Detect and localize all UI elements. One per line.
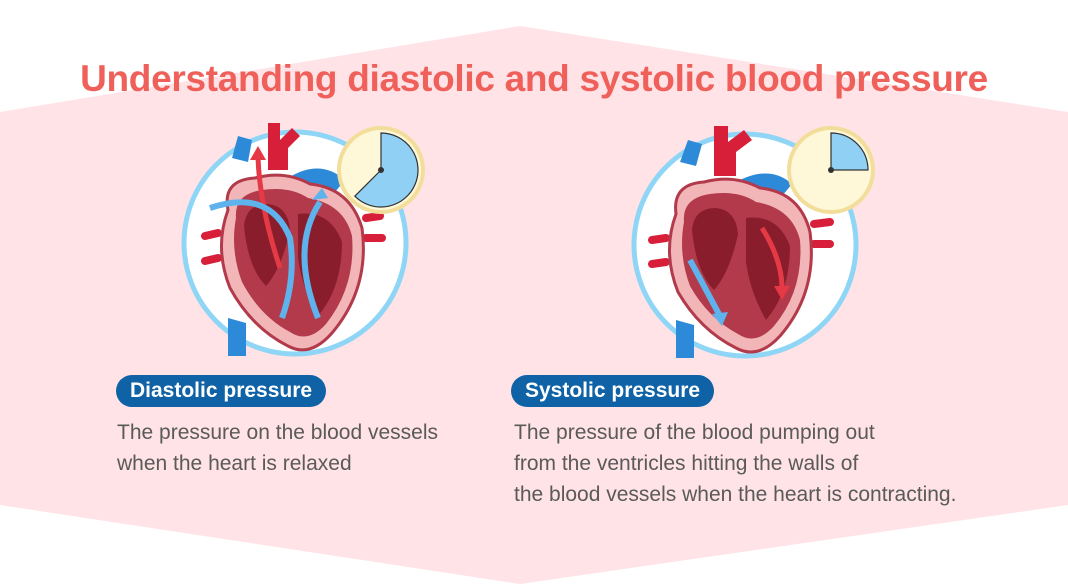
diastolic-description: The pressure on the blood vessels when t… [117,417,438,479]
flow-arrow-red [759,226,785,289]
right-chamber [692,208,738,290]
clock-icon [337,126,425,214]
flow-arrow-blue [209,199,295,319]
clock-icon [787,126,875,214]
flow-arrow-blue [687,258,723,318]
superior-vena-cava [680,140,702,166]
systolic-description-line: the blood vessels when the heart is cont… [514,483,957,506]
systolic-description-line: The pressure of the blood pumping out [514,421,875,444]
pulmonary-artery [288,168,345,192]
superior-vena-cava [232,136,252,162]
diastolic-heart-illustration [181,123,425,357]
diastolic-heading-badge: Diastolic pressure [116,375,327,407]
diastolic-description-line: The pressure on the blood vessels [117,421,439,444]
page-title: Understanding diastolic and systolic blo… [80,58,988,99]
systolic-description: The pressure of the blood pumping out fr… [514,417,956,510]
aorta [714,126,752,176]
inferior-vena-cava [676,320,694,358]
systolic-heading-badge: Systolic pressure [511,375,715,407]
systolic-description-line: from the ventricles hitting the walls of [514,452,859,475]
inferior-vena-cava [228,318,246,356]
systolic-heart-illustration [631,126,875,359]
diastolic-description-line: when the heart is relaxed [117,452,352,475]
aorta [268,123,300,170]
